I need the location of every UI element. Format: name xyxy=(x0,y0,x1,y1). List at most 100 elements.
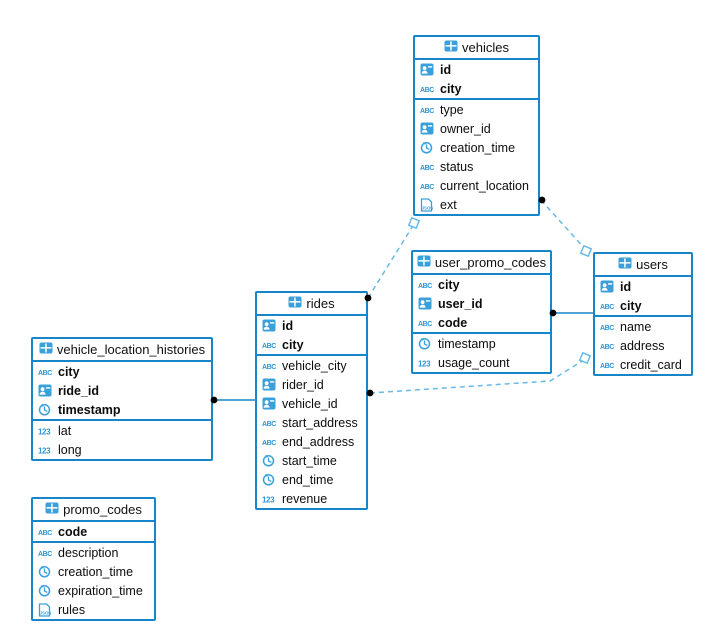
string-type-icon: ABC xyxy=(262,435,279,449)
table-header[interactable]: rides xyxy=(257,293,366,316)
table-type-icon xyxy=(444,40,458,55)
string-type-icon: ABC xyxy=(600,358,617,372)
column-id[interactable]: id xyxy=(595,277,691,296)
column-creation_time[interactable]: creation_time xyxy=(415,138,538,157)
relation-vehicle_location_histories-to-rides[interactable] xyxy=(210,396,255,404)
column-label: revenue xyxy=(282,491,328,506)
string-type-icon: ABC xyxy=(420,179,437,193)
string-type-icon: ABC xyxy=(600,320,617,334)
svg-text:ABC: ABC xyxy=(600,304,614,311)
uuid-type-icon xyxy=(262,319,279,333)
column-timestamp[interactable]: timestamp xyxy=(413,334,550,353)
svg-text:ABC: ABC xyxy=(420,108,434,115)
column-label: credit_card xyxy=(620,357,682,372)
column-city[interactable]: ABC city xyxy=(257,335,366,354)
column-label: name xyxy=(620,319,652,334)
svg-text:ABC: ABC xyxy=(262,343,276,350)
column-start_time[interactable]: start_time xyxy=(257,451,366,470)
string-type-icon: ABC xyxy=(262,359,279,373)
uuid-type-icon xyxy=(418,297,435,311)
string-type-icon: ABC xyxy=(38,365,55,379)
column-label: id xyxy=(620,279,632,294)
column-id[interactable]: id xyxy=(257,316,366,335)
column-label: start_time xyxy=(282,453,337,468)
svg-text:123: 123 xyxy=(38,427,51,436)
string-type-icon: ABC xyxy=(262,338,279,352)
column-label: code xyxy=(58,524,88,539)
column-label: ride_id xyxy=(58,383,99,398)
number-type-icon: 123 xyxy=(38,424,55,438)
column-label: city xyxy=(282,337,304,352)
column-vehicle_id[interactable]: vehicle_id xyxy=(257,394,366,413)
svg-text:ABC: ABC xyxy=(420,184,434,191)
table-title: rides xyxy=(306,296,335,311)
table-header[interactable]: vehicle_location_histories xyxy=(33,339,211,362)
column-label: timestamp xyxy=(58,402,121,417)
relation-vehicles-to-users[interactable] xyxy=(538,196,593,258)
column-id[interactable]: id xyxy=(415,60,538,79)
svg-text:ABC: ABC xyxy=(38,530,52,537)
column-user_id[interactable]: user_id xyxy=(413,294,550,313)
column-label: status xyxy=(440,159,474,174)
table-icon xyxy=(45,502,59,517)
uuid-type-icon xyxy=(262,397,279,411)
table-header[interactable]: user_promo_codes xyxy=(413,252,550,275)
table-title: user_promo_codes xyxy=(434,255,547,270)
timestamp-type-icon xyxy=(262,473,279,487)
column-expiration_time[interactable]: expiration_time xyxy=(33,581,154,600)
column-rider_id[interactable]: rider_id xyxy=(257,375,366,394)
table-icon xyxy=(39,342,53,357)
relation-user_promo_codes-to-users[interactable] xyxy=(549,309,593,317)
table-header[interactable]: vehicles xyxy=(415,37,538,60)
column-label: vehicle_city xyxy=(282,358,347,373)
column-label: timestamp xyxy=(438,336,496,351)
column-code[interactable]: ABC code xyxy=(33,522,154,541)
column-owner_id[interactable]: owner_id xyxy=(415,119,538,138)
table-header[interactable]: promo_codes xyxy=(33,499,154,522)
svg-text:ABC: ABC xyxy=(262,421,276,428)
column-ride_id[interactable]: ride_id xyxy=(33,381,211,400)
column-end_time[interactable]: end_time xyxy=(257,470,366,489)
table-type-icon xyxy=(39,342,53,357)
table-type-icon xyxy=(618,257,632,272)
timestamp-type-icon xyxy=(38,565,55,579)
string-type-icon: ABC xyxy=(38,546,55,560)
column-creation_time[interactable]: creation_time xyxy=(33,562,154,581)
table-header[interactable]: users xyxy=(595,254,691,277)
column-label: city xyxy=(58,364,80,379)
uuid-type-icon xyxy=(420,63,437,77)
column-timestamp[interactable]: timestamp xyxy=(33,400,211,419)
number-type-icon: 123 xyxy=(262,492,279,506)
